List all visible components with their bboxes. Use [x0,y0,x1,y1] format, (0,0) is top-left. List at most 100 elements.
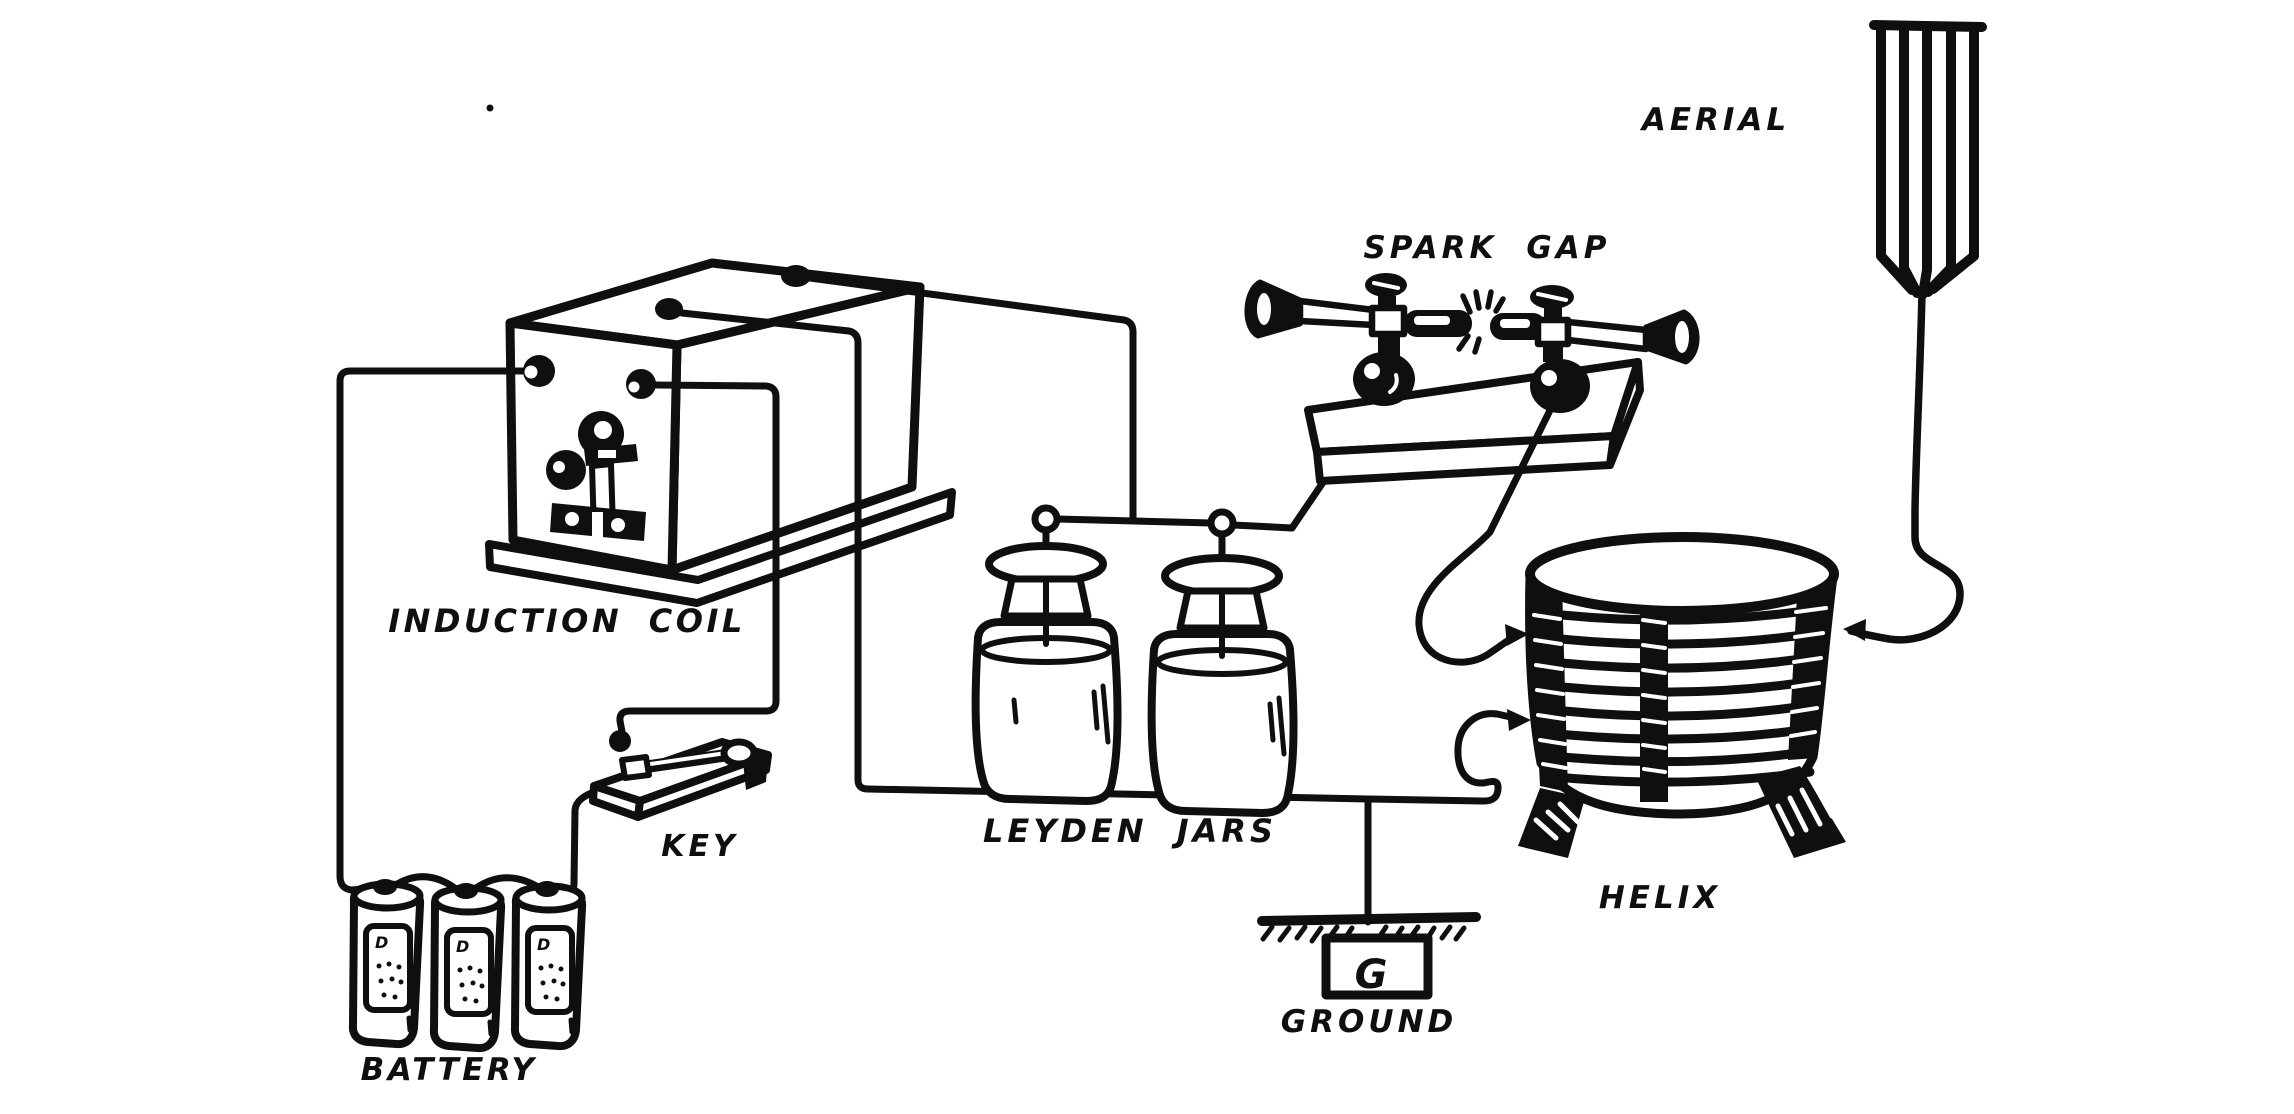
ground-plate-box [1321,933,1433,1000]
leyden-jar-left [971,504,1122,805]
jar-shading [1267,695,1287,757]
wire-sparkgap-to-helix [1415,388,1563,666]
left-leg-hatching [1533,801,1581,841]
cell-shading [568,995,579,1035]
battery-cell: D [510,881,587,1051]
cell-label-panel [444,927,494,1017]
wire-coil-to-helix-bench [678,309,1519,805]
sparkgap-right-post [1530,285,1590,413]
coil-terminal-front-left [523,355,555,387]
cell-mark: D [375,933,388,952]
cell-terminal [454,883,478,899]
cell-shading [487,997,498,1037]
jar-body [971,618,1122,805]
sparkgap-rod-right [1564,318,1650,353]
post-foot [1353,352,1415,406]
battery: D D [348,879,587,1053]
coil-plinth [485,488,956,607]
spark-gap [1244,273,1700,666]
bell-highlight [1257,293,1271,325]
electrode-highlight [1500,319,1530,328]
ground: G [1257,912,1481,1000]
key-binding-post [609,730,631,752]
label-leyden-jars: LEYDEN JARS [983,812,1277,850]
helix-upper-tap-arrow [1505,624,1529,646]
helix-windings [1528,603,1832,787]
bracket-screw [611,518,625,532]
label-battery: BATTERY [361,1052,538,1088]
post-lower [1378,334,1400,356]
aerial-wire-1 [1876,22,1917,295]
aerial-wire-5 [1928,22,1979,294]
ground-surface-line [1257,912,1481,926]
wire-jar-link [1053,515,1296,532]
helix-band-highlights [1532,606,1828,774]
key-contact [619,754,652,781]
bracket-gap [592,512,603,538]
post-block [1368,304,1408,338]
helix-left-leg [1518,788,1585,858]
bell-highlight [1675,321,1689,353]
sparkgap-left-post [1353,273,1415,406]
cell-shading [406,993,417,1033]
coil-interrupter [546,411,646,541]
cell-terminal [535,881,559,897]
cell-label-dots [376,961,404,1000]
wire-coil-to-key [616,381,780,741]
helix-top-disc [1525,532,1839,616]
bar-slot [598,450,616,458]
aerial-wire-3 [1918,22,1932,299]
cell-label-dots [457,965,485,1004]
coil-terminal-top-front [655,298,683,320]
cell-label-panel [363,923,413,1013]
sparkgap-base-right [1606,358,1644,469]
helix-right-leg [1756,766,1846,858]
sparkgap-rod-left [1296,297,1378,329]
right-leg-hatching [1775,781,1835,837]
label-spark-gap: SPARK GAP [1363,230,1610,266]
cell-terminal [373,879,397,895]
helix [1518,532,1866,858]
foot-highlight-arc [1388,373,1399,394]
leyden-jar-right [1147,508,1298,817]
thumbscrew-slot [1536,292,1568,302]
cell-label-dots [538,963,566,1002]
sparkgap-left-bell-knob [1244,279,1303,339]
hand-lettered-labels: AERIAL SPARK GAP INDUCTION COIL LEYDEN J… [361,102,1790,1088]
interrupter-hammer [546,450,586,490]
paper-speck [486,104,494,112]
sparkgap-right-bell-knob [1643,309,1700,365]
leyden-jars [971,504,1298,817]
wire-key-to-battery [548,786,604,896]
battery-cell: D [348,879,425,1049]
foot-highlight [1541,370,1557,386]
foot-highlight [1364,363,1380,379]
helix-right-edge-band [1788,576,1832,760]
aerial-lead-in-wire [1847,288,1964,644]
terminal-hole [628,381,640,393]
jar-body [1147,630,1298,817]
spark-flash [1456,289,1506,355]
cell-label-panel [525,925,575,1015]
cell-mark: D [456,937,469,956]
wire-coil-to-jars [806,274,1137,524]
induction-coil-details [523,265,811,541]
coil-terminal-top-rear [781,265,811,287]
helix-left-edge-band [1530,580,1568,792]
label-aerial: AERIAL [1639,102,1790,138]
jar-shading [1011,683,1111,745]
key-knob [720,738,758,768]
wire-coil-to-battery [336,367,527,894]
aerial [1847,20,1987,644]
battery-cell: D [429,883,506,1053]
electrode-highlight [1414,316,1450,325]
aerial-wire-2 [1899,22,1922,298]
post-lower [1543,344,1563,362]
interrupter-head-hole [594,421,612,439]
bracket-screw [565,512,579,526]
ground-plate-letter: G [1355,952,1388,998]
label-key: KEY [661,829,738,864]
cell-mark: D [537,935,550,954]
